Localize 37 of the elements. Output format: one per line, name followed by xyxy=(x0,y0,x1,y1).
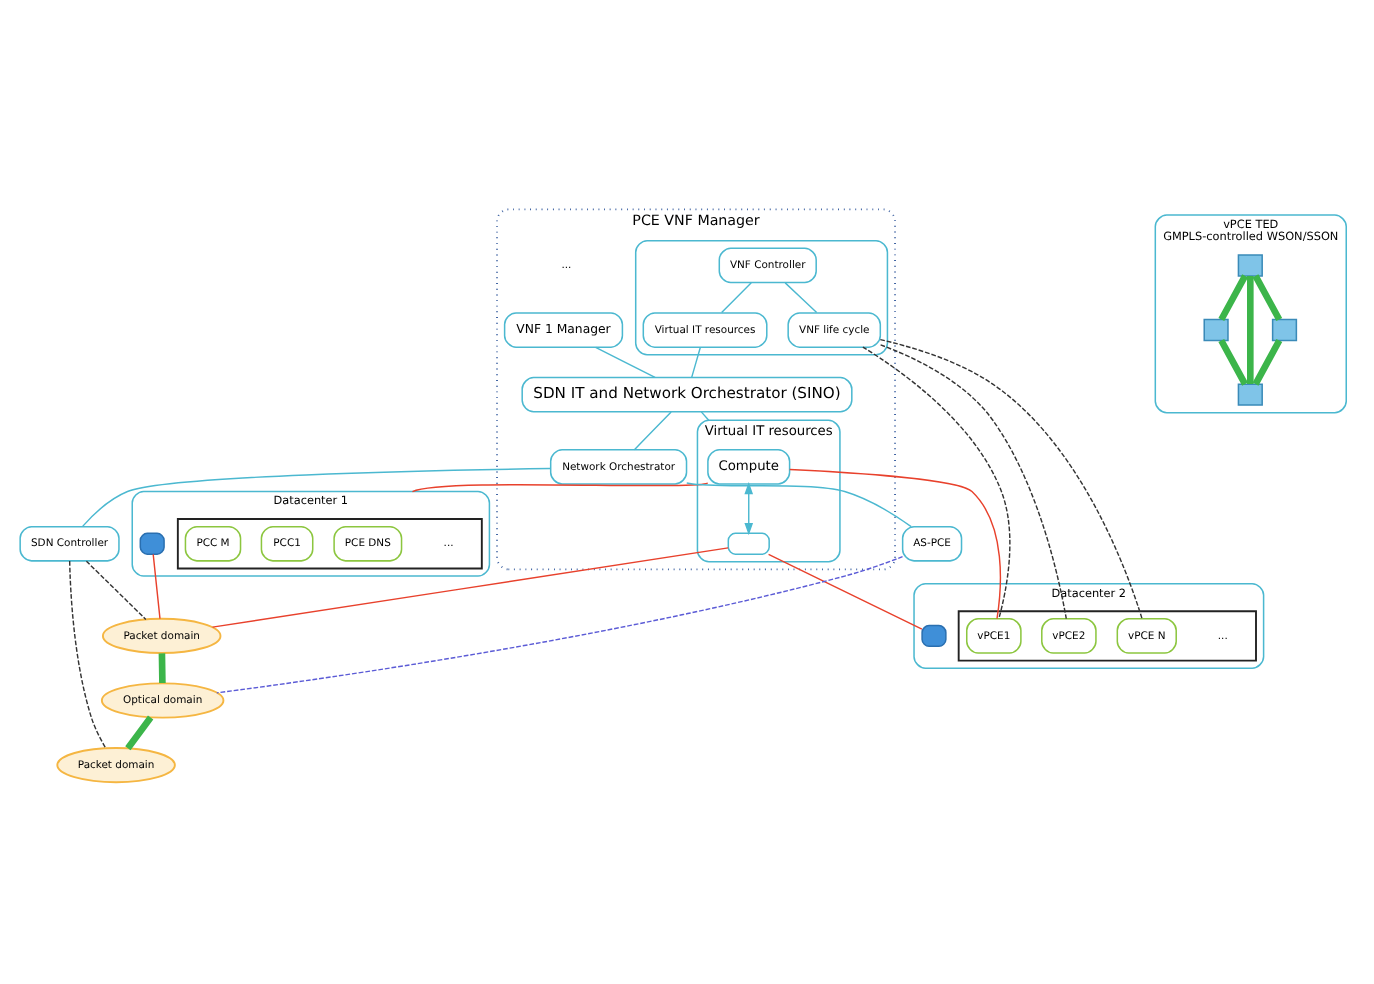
connector xyxy=(691,346,701,378)
connector xyxy=(216,556,904,694)
cluster xyxy=(634,240,889,356)
connector xyxy=(700,411,710,421)
connector xyxy=(1252,274,1283,322)
connector xyxy=(211,547,729,628)
connector xyxy=(879,344,1067,620)
node-box xyxy=(1237,383,1263,406)
node-box xyxy=(1271,318,1298,342)
connector xyxy=(784,282,818,314)
connector xyxy=(879,338,1143,620)
connector xyxy=(125,715,154,751)
connector xyxy=(686,482,912,528)
node-box xyxy=(1237,254,1263,277)
connector xyxy=(1246,275,1254,384)
arrow xyxy=(744,481,754,536)
connector xyxy=(85,560,147,621)
connector xyxy=(1218,338,1248,386)
node-box xyxy=(921,624,947,648)
connector xyxy=(411,482,709,493)
connector xyxy=(720,282,752,314)
connector xyxy=(1252,338,1283,386)
connector xyxy=(1218,274,1249,322)
connector xyxy=(152,553,161,620)
node-box xyxy=(139,532,165,555)
connector xyxy=(767,553,923,630)
connector xyxy=(81,467,552,528)
node-box xyxy=(1203,318,1229,342)
node-box xyxy=(727,532,770,555)
connector xyxy=(633,411,672,451)
connector xyxy=(594,346,656,379)
cluster xyxy=(957,610,1257,662)
connector xyxy=(862,346,1011,620)
cluster xyxy=(176,518,483,570)
connector xyxy=(68,560,107,749)
connector xyxy=(789,468,1002,620)
connector xyxy=(158,653,166,684)
